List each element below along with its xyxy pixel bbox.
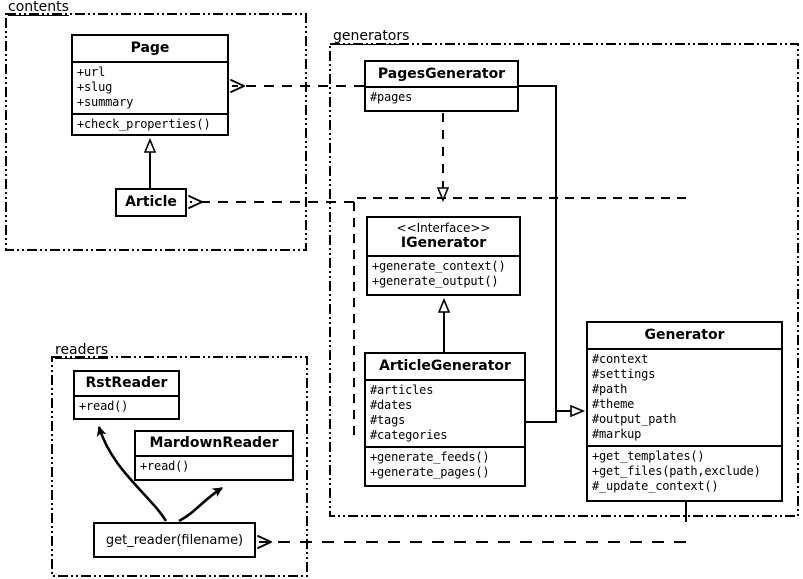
class-box-mardownreader[interactable]: MardownReader +read() — [134, 430, 294, 481]
attribute-item: #markup — [592, 427, 642, 441]
class-name-pagesgenerator: PagesGenerator — [377, 66, 506, 82]
attribute-item: #context — [592, 352, 649, 366]
class-box-page[interactable]: Page +url +slug +summary +check_properti… — [71, 34, 229, 136]
attribute-item: #path — [592, 382, 628, 396]
class-name-mardownreader: MardownReader — [149, 435, 279, 451]
attribute-item: #theme — [592, 397, 635, 411]
class-name-text: IGenerator — [400, 235, 487, 251]
package-boundary-readers — [51, 356, 308, 577]
operation-item: +get_files(path,exclude) — [592, 464, 761, 478]
class-box-rstreader[interactable]: RstReader +read() — [73, 370, 180, 420]
class-box-igenerator[interactable]: <<Interface>> IGenerator +generate_conte… — [366, 216, 521, 296]
function-box-get-reader[interactable]: get_reader(filename) — [93, 522, 256, 558]
attribute-item: #output_path — [592, 412, 677, 426]
operation-item: +read() — [79, 399, 129, 413]
operations-compartment-mardownreader: +read() — [136, 455, 292, 477]
class-name-page: Page — [130, 40, 170, 56]
class-name-igenerator: <<Interface>> IGenerator — [368, 218, 519, 255]
attribute-item: +slug — [77, 80, 113, 94]
operation-item: #_update_context() — [592, 479, 719, 493]
operation-item: +read() — [140, 459, 190, 473]
operations-compartment-articlegenerator: +generate_feeds() +generate_pages() — [366, 446, 524, 483]
class-name-article: Article — [125, 194, 177, 210]
operations-compartment-page: +check_properties() — [73, 113, 227, 135]
class-box-articlegenerator[interactable]: ArticleGenerator #articles #dates #tags … — [364, 352, 526, 487]
package-label-readers: readers — [55, 342, 109, 359]
attribute-item: #articles — [370, 383, 434, 397]
class-name-generator: Generator — [644, 327, 725, 343]
package-boundary-generators — [329, 43, 799, 517]
attributes-compartment-pagesgenerator: #pages — [366, 86, 517, 108]
stereotype-interface: <<Interface>> — [396, 221, 491, 235]
operations-compartment-igenerator: +generate_context() +generate_output() — [368, 255, 519, 292]
attribute-item: #dates — [370, 398, 413, 412]
generalization-pagesgenerator-to-generator — [519, 85, 583, 411]
attribute-item: +summary — [77, 95, 134, 109]
operation-item: +generate_feeds() — [370, 450, 490, 464]
class-box-generator[interactable]: Generator #context #settings #path #them… — [586, 321, 783, 502]
class-name-articlegenerator: ArticleGenerator — [379, 358, 511, 374]
operation-item: +check_properties() — [77, 117, 211, 131]
association-getreader-to-mardownreader — [178, 486, 223, 523]
attribute-item: +url — [77, 65, 106, 79]
function-label-get-reader: get_reader(filename) — [105, 532, 244, 548]
generalization-articlegenerator-to-generator — [526, 411, 557, 423]
attribute-item: #tags — [370, 413, 406, 427]
operation-item: +generate_context() — [372, 259, 506, 273]
attribute-item: #categories — [370, 428, 448, 442]
class-name-rstreader: RstReader — [85, 375, 168, 391]
class-box-pagesgenerator[interactable]: PagesGenerator #pages — [364, 60, 519, 112]
operation-item: +generate_pages() — [370, 465, 490, 479]
operations-compartment-generator: +get_templates() +get_files(path,exclude… — [588, 445, 781, 497]
class-box-article[interactable]: Article — [115, 188, 187, 217]
attributes-compartment-generator: #context #settings #path #theme #output_… — [588, 348, 781, 445]
package-boundary-contents — [5, 13, 307, 251]
operation-item: +get_templates() — [592, 449, 705, 463]
package-label-generators: generators — [333, 28, 410, 45]
attribute-item: #settings — [592, 367, 656, 381]
attribute-item: #pages — [370, 90, 413, 104]
package-label-contents: contents — [8, 0, 69, 16]
attributes-compartment-articlegenerator: #articles #dates #tags #categories — [366, 379, 524, 446]
association-getreader-to-rstreader — [96, 426, 168, 522]
operation-item: +generate_output() — [372, 274, 499, 288]
attributes-compartment-page: +url +slug +summary — [73, 61, 227, 113]
operations-compartment-rstreader: +read() — [75, 395, 178, 417]
